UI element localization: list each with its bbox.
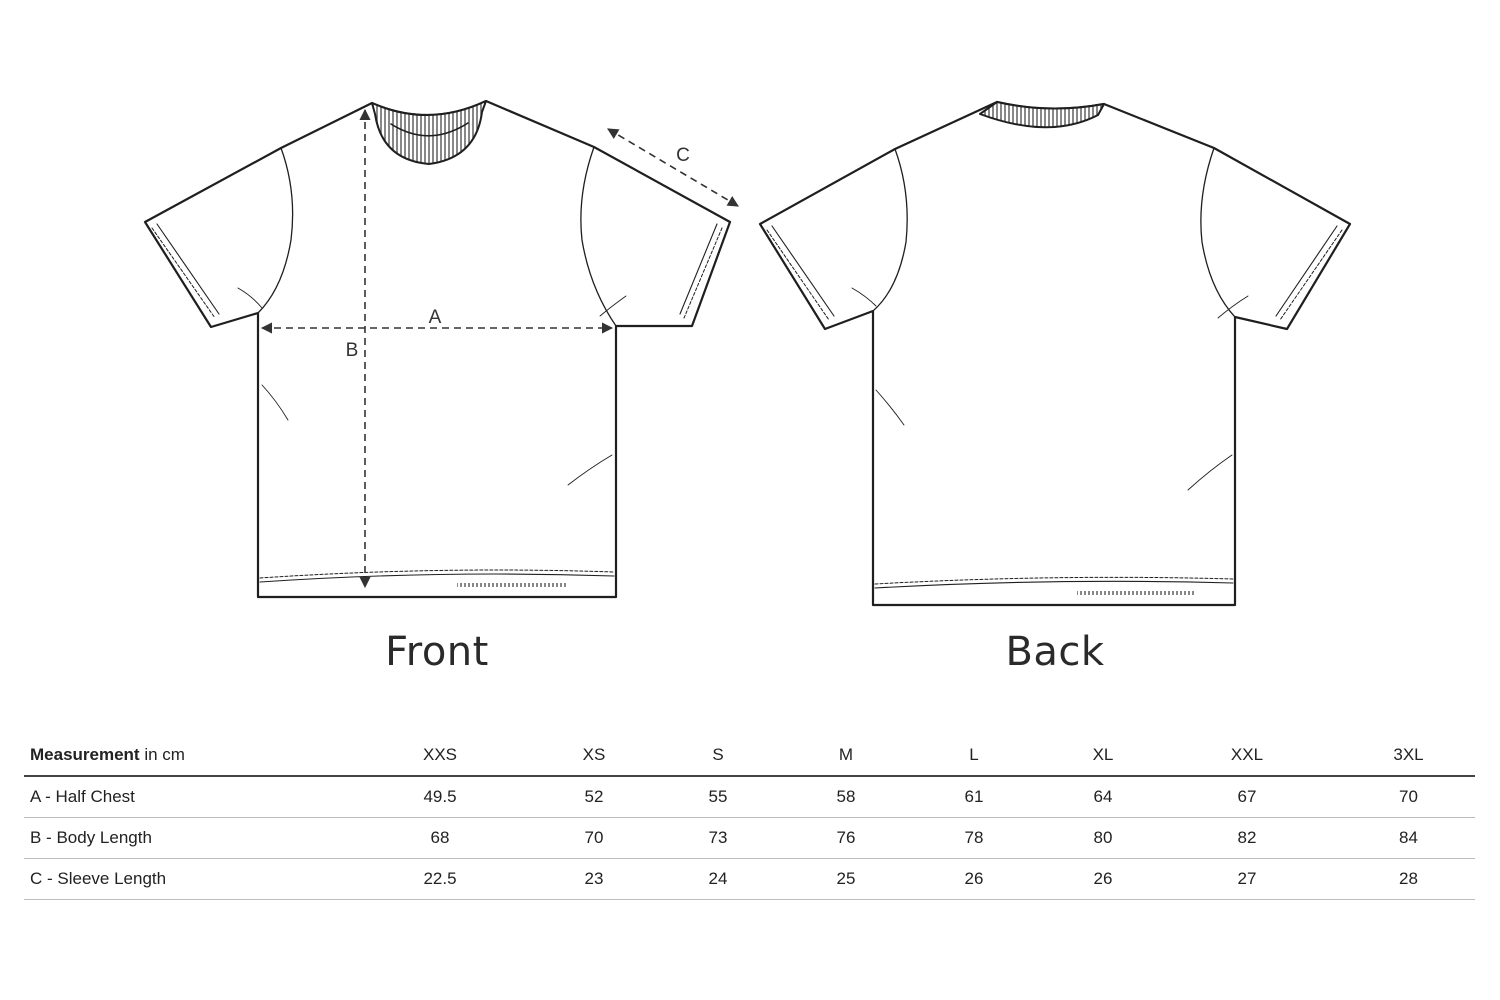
back-tshirt — [758, 100, 1352, 607]
table-cell: 78 — [894, 817, 1054, 859]
table-cell: 49.5 — [330, 776, 550, 818]
tshirt-diagram: A B C Front Back — [143, 99, 1352, 675]
back-right-armhole — [1200, 147, 1236, 318]
table-cell: 27 — [1152, 858, 1342, 900]
front-left-cuff-stitch — [151, 227, 216, 319]
table-cell: 61 — [894, 776, 1054, 818]
table-cell: 70 — [1342, 776, 1475, 818]
back-hem-stitch — [874, 576, 1234, 585]
table-cell: 73 — [638, 817, 798, 859]
table-cell: 80 — [1054, 817, 1152, 859]
table-cell: 70 — [550, 817, 638, 859]
row-label-sleeve-length: C - Sleeve Length — [24, 858, 330, 900]
size-header-xxl: XXL — [1152, 735, 1342, 777]
table-row: C - Sleeve Length 22.5 23 24 25 26 26 27… — [24, 858, 1475, 900]
size-chart-table: Measurement in cm XXS XS S M L XL XXL 3X… — [24, 735, 1475, 900]
back-body-outline — [758, 100, 1352, 607]
table-cell: 26 — [894, 858, 1054, 900]
back-fold-2 — [1187, 454, 1233, 491]
front-fold-4 — [599, 295, 627, 317]
front-collar-rib — [371, 100, 487, 165]
front-fold-2 — [567, 454, 613, 486]
table-cell: 52 — [550, 776, 638, 818]
front-hem-stitch — [259, 569, 615, 579]
table-row: A - Half Chest 49.5 52 55 58 61 64 67 70 — [24, 776, 1475, 818]
table-cell: 64 — [1054, 776, 1152, 818]
row-label-body-length: B - Body Length — [24, 817, 330, 859]
table-cell: 67 — [1152, 776, 1342, 818]
back-right-cuff-stitch-2 — [1275, 225, 1338, 317]
dimension-a-label: A — [429, 307, 442, 328]
dimension-b-label: B — [346, 340, 359, 361]
size-header-3xl: 3XL — [1342, 735, 1475, 777]
front-view-label: Front — [385, 629, 489, 675]
back-collar-rib — [979, 101, 1105, 129]
table-cell: 24 — [638, 858, 798, 900]
size-header-l: L — [894, 735, 1054, 777]
table-cell: 28 — [1342, 858, 1475, 900]
back-left-cuff-stitch-2 — [771, 225, 835, 317]
front-right-cuff-stitch — [683, 227, 723, 319]
front-collar-inner — [390, 122, 469, 137]
dimension-c-label: C — [676, 145, 690, 166]
back-view-label: Back — [1005, 629, 1104, 675]
front-left-cuff-stitch-2 — [156, 223, 220, 315]
table-cell: 76 — [798, 817, 894, 859]
table-cell: 58 — [798, 776, 894, 818]
front-fold-3 — [237, 287, 263, 309]
back-fold-1 — [875, 389, 905, 426]
table-cell: 23 — [550, 858, 638, 900]
front-right-cuff-stitch-2 — [679, 223, 718, 315]
front-tshirt — [143, 99, 732, 599]
table-cell: 82 — [1152, 817, 1342, 859]
table-cell: 22.5 — [330, 858, 550, 900]
front-right-armhole — [580, 146, 617, 327]
table-cell: 26 — [1054, 858, 1152, 900]
table-header-row: Measurement in cm XXS XS S M L XL XXL 3X… — [24, 735, 1475, 777]
front-left-armhole — [257, 147, 294, 314]
back-hem-label — [1077, 591, 1195, 595]
table-cell: 25 — [798, 858, 894, 900]
front-hem-stitch-2 — [259, 573, 615, 583]
measurement-heading: Measurement — [30, 745, 140, 764]
table-cell: 84 — [1342, 817, 1475, 859]
front-fold-1 — [261, 384, 289, 421]
dimension-lines — [260, 108, 739, 589]
table-header-measurement: Measurement in cm — [24, 735, 330, 777]
size-header-xs: XS — [550, 735, 638, 777]
back-hem-stitch-2 — [874, 580, 1234, 589]
table-cell: 55 — [638, 776, 798, 818]
size-header-m: M — [798, 735, 894, 777]
front-body-outline — [143, 99, 732, 599]
table-cell: 68 — [330, 817, 550, 859]
table-row: B - Body Length 68 70 73 76 78 80 82 84 — [24, 817, 1475, 859]
front-hem-label — [457, 583, 567, 587]
size-header-xxs: XXS — [330, 735, 550, 777]
back-fold-3 — [851, 287, 877, 307]
size-header-xl: XL — [1054, 735, 1152, 777]
back-fold-4 — [1217, 295, 1249, 319]
back-right-cuff-stitch — [1279, 229, 1343, 321]
dimension-c-line — [607, 128, 739, 207]
size-header-s: S — [638, 735, 798, 777]
row-label-half-chest: A - Half Chest — [24, 776, 330, 818]
back-left-cuff-stitch — [766, 229, 830, 321]
back-left-armhole — [872, 148, 908, 312]
measurement-unit: in cm — [139, 745, 185, 764]
